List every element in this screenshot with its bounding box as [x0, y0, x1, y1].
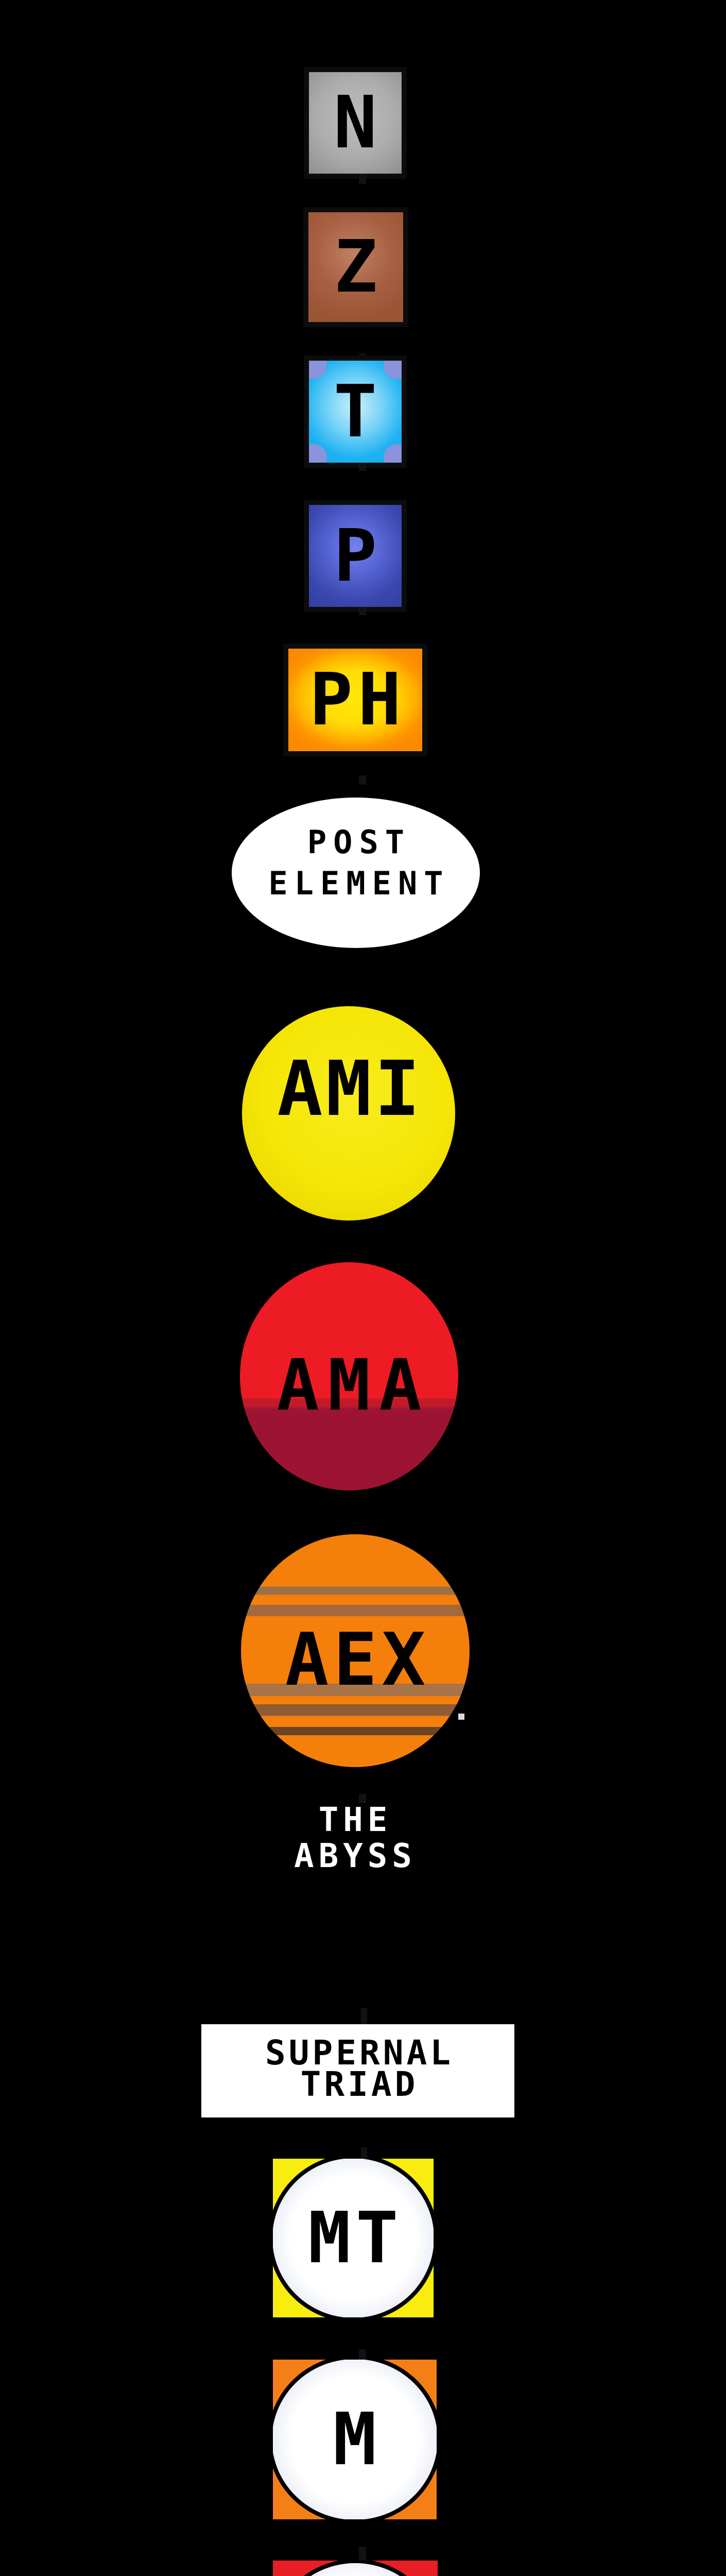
supernal-triad-line2: TRIAD	[300, 2064, 419, 2104]
supernal-triad-header-label: SUPERNAL TRIAD	[265, 2032, 454, 2104]
supernal-node-m[interactable]: M	[273, 2360, 437, 2519]
planet-node-aex-label: AEX	[285, 1618, 430, 1702]
connector-stub	[359, 2349, 366, 2361]
supernal-triad-line1: SUPERNAL	[265, 2032, 454, 2073]
abyss-label-line2: ABYSS	[294, 1837, 417, 1875]
planet-node-ama[interactable]: AMA	[240, 1262, 458, 1490]
connector-stub	[359, 353, 366, 362]
post-element-label: POST ELEMENT	[268, 822, 450, 904]
connector-stub	[359, 463, 366, 471]
supernal-node-i-circle: I	[273, 2561, 438, 2576]
connector-stub	[359, 775, 366, 785]
element-node-n-label: N	[333, 81, 377, 165]
post-element-label-line1: POST	[307, 823, 411, 861]
supernal-node-mt-label: MT	[308, 2197, 404, 2279]
supernal-node-i[interactable]: I	[273, 2561, 438, 2576]
post-element-node[interactable]: POST ELEMENT	[232, 798, 480, 948]
element-node-ph-label: PH	[309, 658, 407, 742]
element-node-t[interactable]: T	[309, 361, 402, 463]
post-element-label-line2: ELEMENT	[268, 865, 450, 902]
planet-node-aex[interactable]: AEX	[241, 1534, 470, 1767]
element-node-t-label: T	[333, 369, 377, 454]
connector-stub	[359, 2547, 366, 2561]
abyss-label: THE ABYSS	[227, 1802, 484, 1874]
connector-stub	[359, 607, 366, 615]
planet-node-ama-label: AMA	[276, 1345, 430, 1427]
element-node-p-label: P	[333, 514, 377, 598]
element-node-ph[interactable]: PH	[288, 649, 422, 751]
supernal-node-mt-circle: MT	[273, 2159, 434, 2317]
supernal-node-mt[interactable]: MT	[273, 2159, 434, 2317]
element-node-z[interactable]: Z	[308, 212, 403, 322]
planet-node-ami-label: AMI	[277, 1044, 423, 1133]
supernal-triad-header: SUPERNAL TRIAD	[201, 2024, 514, 2117]
planet-node-ami[interactable]: AMI	[242, 1006, 455, 1221]
connector-stub	[361, 2008, 367, 2024]
connector-stub	[361, 2147, 367, 2160]
supernal-node-m-circle: M	[273, 2360, 437, 2519]
connector-stub	[359, 1794, 366, 1803]
supernal-node-m-label: M	[333, 2397, 377, 2482]
element-node-z-label: Z	[334, 225, 378, 309]
element-node-n[interactable]: N	[309, 72, 402, 174]
abyss-label-line1: THE	[318, 1801, 392, 1839]
connector-stub	[359, 174, 366, 184]
element-node-p[interactable]: P	[309, 505, 402, 607]
gray-speck	[458, 1714, 464, 1720]
